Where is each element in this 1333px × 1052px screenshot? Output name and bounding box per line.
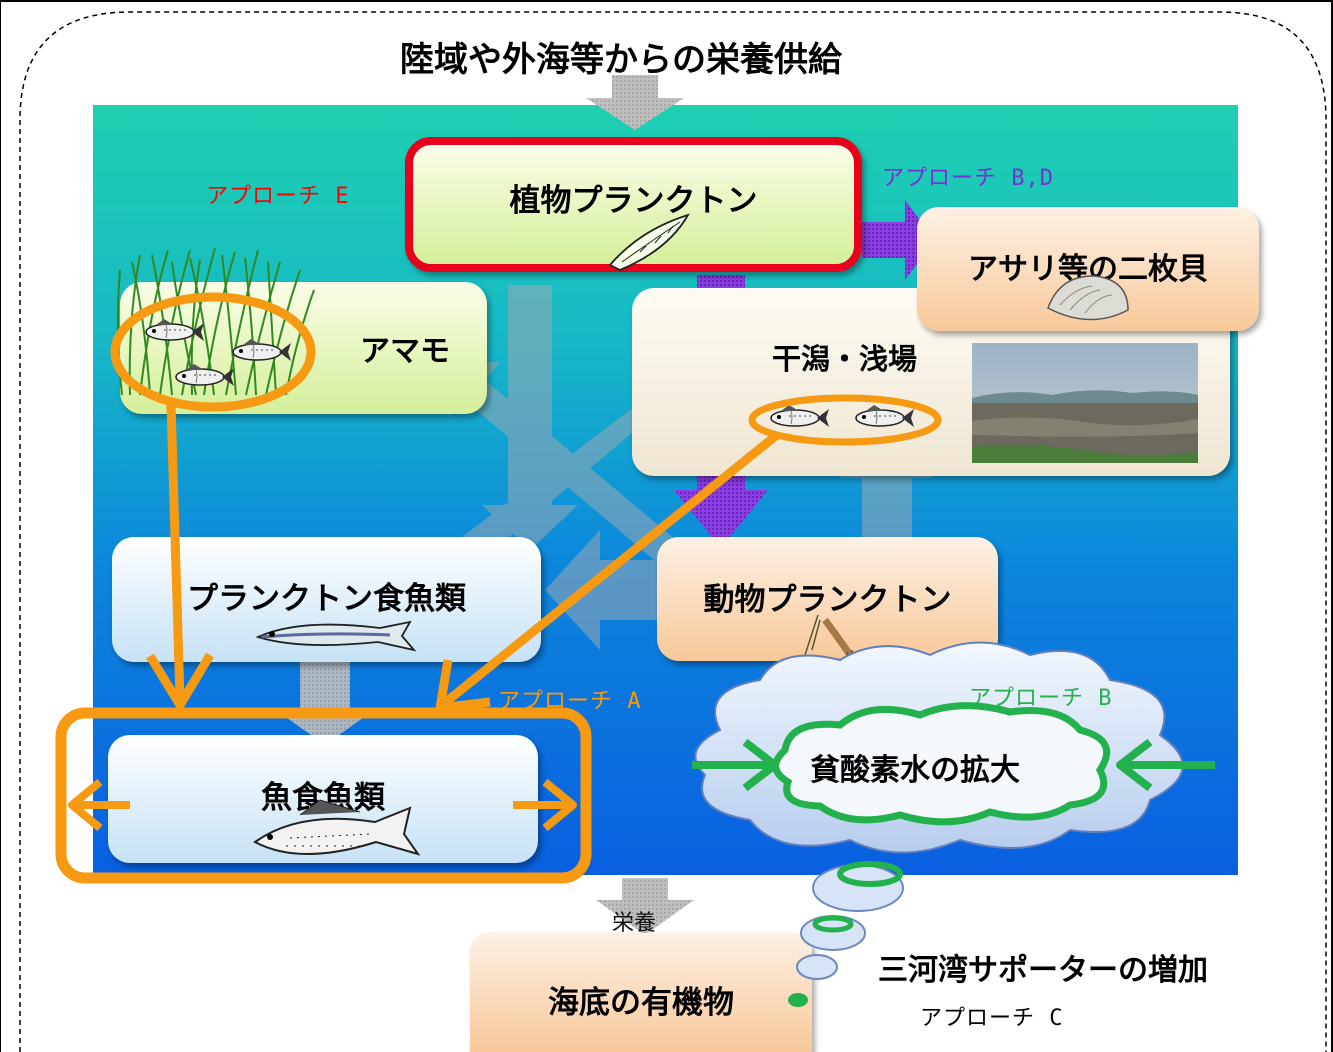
node-plankton-fish-label: プランクトン食魚類 [187,581,466,617]
approach-e-label: アプローチ E [206,184,350,209]
nutrient-supply-title: 陸域や外海等からの栄養供給 [400,40,842,80]
clam-icon [1047,275,1129,321]
approach-b-label: アプローチ B [969,686,1113,711]
node-zooplankton: 動物プランクトン [657,537,998,661]
node-seabed-organics: 海底の有機物 [470,933,812,1052]
purple-arrow-phyto-to-bivalves [862,200,935,280]
piscivore-spread-arrows [68,778,577,832]
flow-arrow-phyto-to-planktonfish [482,285,578,550]
fish-icon-tidal-1 [770,404,830,428]
node-seabed-organics-label: 海底の有機物 [548,985,734,1021]
supply-arrow [586,75,684,130]
fish-icon-eelgrass-1 [145,318,205,342]
approach-c-label: アプローチ C [920,1006,1064,1031]
hypoxia-label: 貧酸素水の拡大 [810,753,1020,788]
node-phytoplankton: 植物プランクトン [405,137,862,272]
sardine-icon [255,620,417,652]
node-zooplankton-label: 動物プランクトン [703,581,952,618]
tidal-fish-highlight [748,394,942,446]
approach-a-label: アプローチ A [498,689,642,714]
flow-arrow-zoo-to-planktonfish [545,530,660,650]
supporters-label: 三河湾サポーターの増加 [878,953,1208,988]
node-phytoplankton-label: 植物プランクトン [509,183,758,219]
piscivore-highlight [55,707,592,884]
phytoplankton-icon [608,213,690,271]
orange-flow-arrows [146,404,781,713]
fish-icon-eelgrass-3 [175,363,235,387]
fish-icon-eelgrass-2 [232,338,292,362]
fish-icon-tidal-2 [855,404,915,428]
node-tidal-flat-label: 干潟・浅場 [772,342,918,376]
flow-arrow-planktonfish-to-piscivore [276,662,374,745]
seabass-icon [253,799,421,856]
hypoxia-cloud [692,641,1215,854]
tidal-flat-photo [972,343,1198,463]
eelgrass-fish-highlight [110,292,316,412]
nutrient-label: 栄養 [612,911,657,936]
approach-bd-label: アプローチ B,D [882,166,1054,191]
seabed-arrow [596,878,694,935]
thought-bubbles [788,861,904,1007]
node-eelgrass-label: アマモ [360,334,450,369]
